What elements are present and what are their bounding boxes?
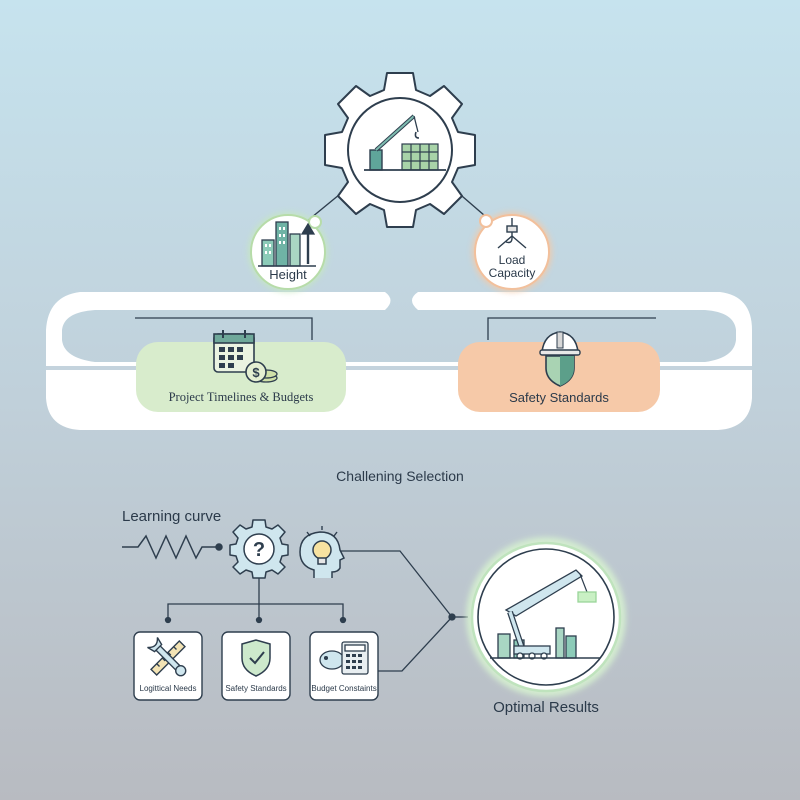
zigzag-line-icon [122,534,223,560]
load-capacity-label-line2: Capacity [488,266,536,280]
result-connectors [340,550,468,672]
buildings-arrow-icon [258,221,316,267]
optimal-results-label: Optimal Results [493,699,599,716]
head-lightbulb-icon [299,526,346,578]
safety-standards-box-label: Safety Standards [225,684,287,693]
card-leaders [135,317,656,340]
logistical-needs-label: Logittical Needs [139,684,197,693]
piggybank-calculator-icon [319,641,369,675]
gear-question-icon: ? [229,519,289,579]
wrench-ruler-icon [147,637,187,677]
load-capacity-label-line1: Load [498,253,526,267]
load-capacity-circle [472,212,552,292]
hardhat-shield-icon [539,331,581,387]
result-circle [466,537,626,697]
budget-constraints-label: Budget Constaints [311,684,377,693]
crane-city-icon [490,569,600,660]
learning-curve-label: Learning curve [122,508,222,525]
box-connectors [164,578,347,624]
svg-text:$: $ [252,365,260,380]
safety-standards-label: Safety Standards [509,390,609,405]
svg-text:?: ? [253,539,265,561]
project-timelines-label: Project Timelines & Budgets [168,390,314,404]
shield-check-icon [241,639,271,677]
challenging-selection-caption: Challening Selection [336,468,464,484]
calendar-money-icon: $ [213,330,278,383]
crane-hook-icon [497,218,527,249]
project-timelines-card [136,342,346,412]
gear-crane-icon [324,72,476,228]
height-label: Height [269,267,307,282]
